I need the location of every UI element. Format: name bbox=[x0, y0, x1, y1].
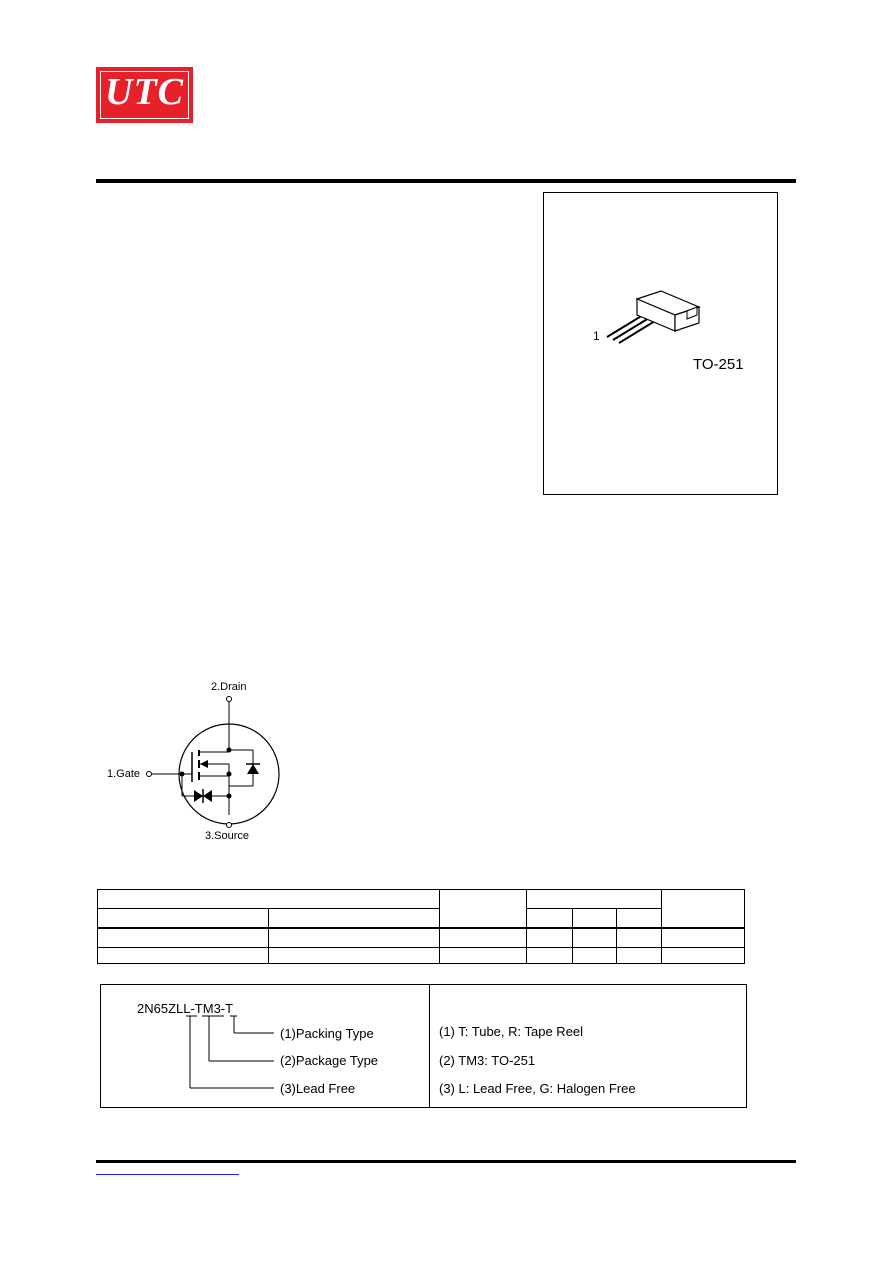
package-box bbox=[543, 192, 778, 495]
table-header-cell bbox=[526, 908, 574, 929]
legend-label-packing: (1)Packing Type bbox=[280, 1026, 374, 1041]
utc-logo: UTC bbox=[96, 67, 193, 123]
table-header-cell bbox=[661, 889, 745, 929]
part-number-leader-lines bbox=[186, 1015, 274, 1089]
legend-label-package: (2)Package Type bbox=[280, 1053, 379, 1068]
logo-text: UTC bbox=[105, 71, 184, 113]
marking-divider bbox=[429, 984, 430, 1108]
table-header-cell bbox=[97, 908, 269, 929]
legend-desc-packing: (1) T: Tube, R: Tape Reel bbox=[439, 1024, 584, 1039]
table-header-cell bbox=[572, 908, 618, 929]
table-header-cell bbox=[616, 908, 663, 929]
logo-border bbox=[100, 71, 189, 119]
marking-box bbox=[100, 984, 747, 1108]
package-name: TO-251 bbox=[693, 356, 744, 373]
table-row bbox=[97, 927, 745, 948]
source-label: 3.Source bbox=[205, 830, 250, 842]
lead-2 bbox=[612, 317, 650, 341]
table-header-cell bbox=[526, 889, 663, 909]
table-header-cell bbox=[96, 889, 441, 909]
mosfet-schematic bbox=[146, 696, 280, 828]
table-header-cell bbox=[439, 889, 528, 929]
legend-desc-package: (2) TM3: TO-251 bbox=[439, 1053, 536, 1068]
pin-1-label: 1 bbox=[593, 329, 600, 343]
lead-1 bbox=[606, 314, 644, 338]
legend-label-leadfree: (3)Lead Free bbox=[280, 1081, 356, 1096]
drain-label: 2.Drain bbox=[211, 681, 247, 693]
lead-3 bbox=[618, 320, 656, 344]
footer-rule bbox=[96, 1160, 796, 1163]
legend-desc-leadfree: (3) L: Lead Free, G: Halogen Free bbox=[439, 1081, 636, 1096]
gate-label: 1.Gate bbox=[107, 768, 141, 780]
table-row bbox=[97, 947, 745, 964]
header-rule bbox=[96, 179, 796, 183]
part-number: 2N65ZLL-TM3-T bbox=[137, 1001, 234, 1016]
footer-link-underline[interactable] bbox=[96, 1174, 239, 1175]
table-header-cell bbox=[267, 908, 441, 929]
to251-package-icon bbox=[606, 290, 701, 344]
ordering-table bbox=[96, 889, 745, 964]
